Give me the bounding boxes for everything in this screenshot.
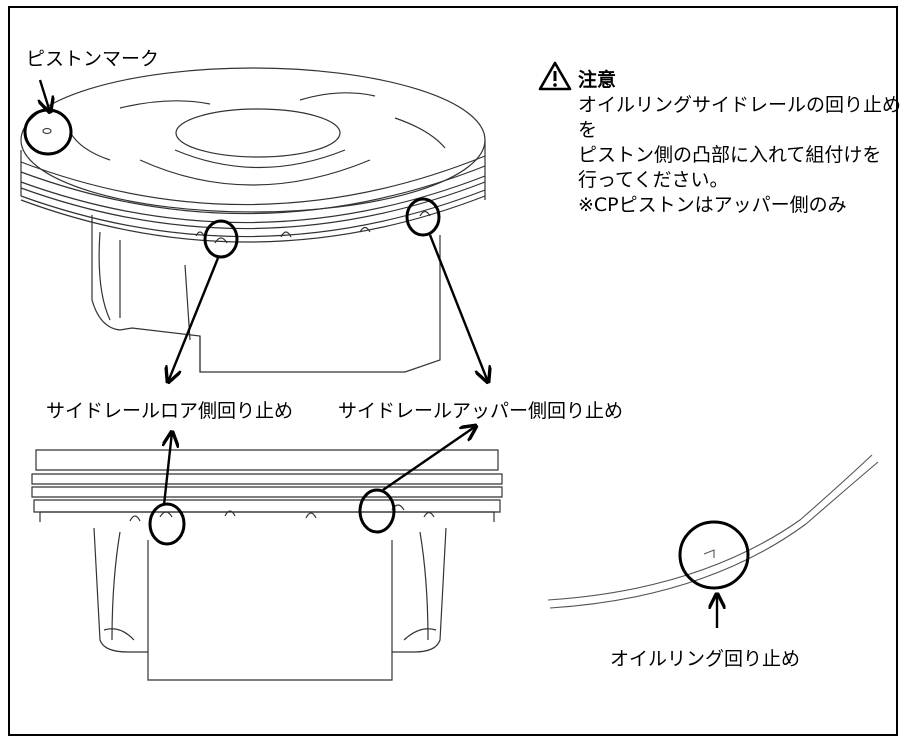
caution-line-2: ピストン側の凸部に入れて組付けを [578, 144, 882, 166]
label-piston-mark: ピストンマーク [26, 48, 160, 70]
circle-top-upper-stop [405, 197, 441, 237]
arrow-top-lower [168, 257, 220, 382]
label-oil-ring-stop: オイルリング回り止め [610, 648, 801, 670]
caution-note: 注意 オイルリングサイドレールの回り止めを ピストン側の凸部に入れて組付けを 行… [578, 68, 908, 218]
caution-line-1: オイルリングサイドレールの回り止めを [578, 94, 902, 141]
caution-title: 注意 [578, 69, 617, 91]
oil-ring-segment [547, 454, 879, 609]
arrow-side-upper [382, 426, 476, 491]
arrow-piston-mark [40, 79, 50, 112]
caution-line-3: 行ってください。 [578, 169, 729, 191]
circle-oil-ring-stop [678, 520, 750, 590]
caution-line-4: ※CPピストンはアッパー側のみ [578, 194, 847, 216]
arrow-side-lower [164, 432, 172, 506]
label-side-rail-lower: サイドレールロア側回り止め [46, 400, 294, 422]
warning-triangle-icon [538, 61, 572, 91]
label-side-rail-upper: サイドレールアッパー側回り止め [338, 400, 624, 422]
callout-arrows [40, 79, 717, 628]
circle-side-lower-stop [148, 502, 186, 546]
piston-top-view [20, 67, 486, 373]
arrow-top-upper [428, 234, 488, 382]
circle-side-upper-stop [358, 488, 396, 534]
piston-illustration [20, 67, 879, 681]
circle-top-lower-stop [203, 219, 239, 259]
piston-side-view [31, 449, 503, 681]
